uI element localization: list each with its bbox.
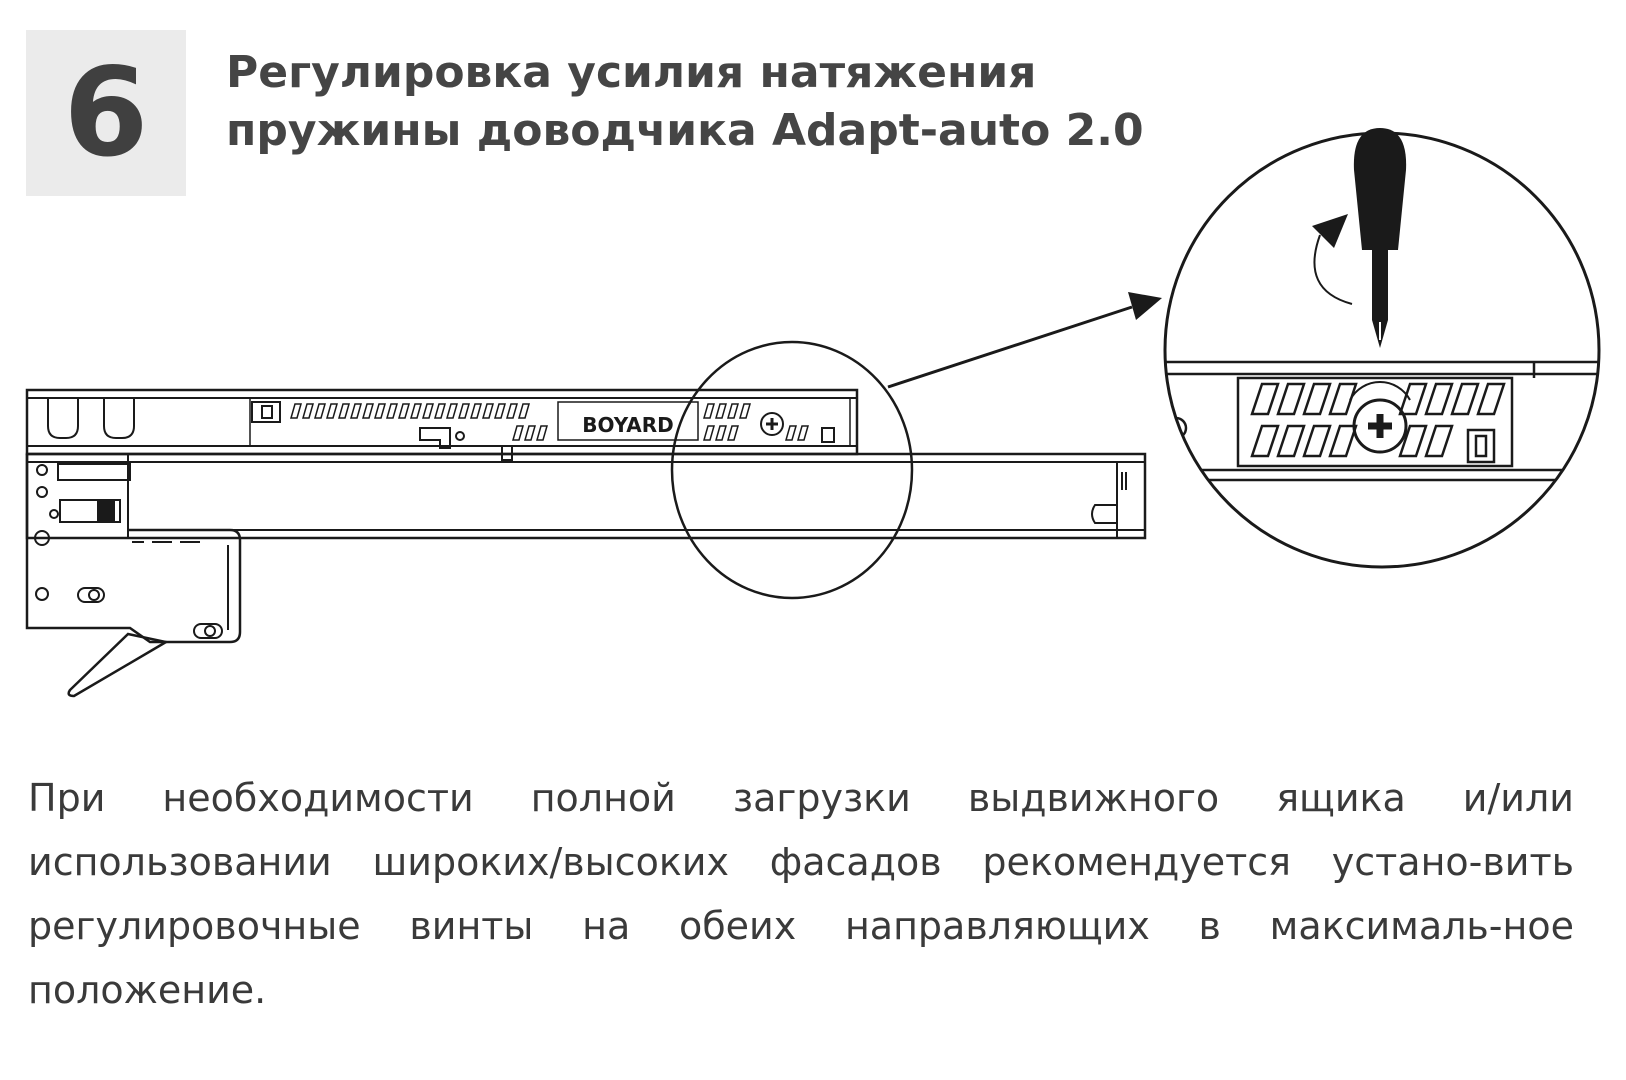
brand-label: BOYARD: [582, 413, 674, 437]
page-title: Регулировка усилия натяжения пружины дов…: [226, 44, 1144, 160]
title-line-2: пружины доводчика Adapt-auto 2.0: [226, 105, 1144, 156]
step-number: 6: [63, 42, 149, 184]
slot-pattern-right: [703, 403, 809, 441]
step-number-badge: 6: [26, 30, 186, 196]
arrow-pointer: [887, 292, 1162, 389]
screwdriver-icon: [1353, 128, 1407, 348]
drawer-runner-drawing: BOYARD: [25, 388, 1147, 698]
magnified-detail: [1163, 128, 1601, 569]
installation-diagram: BOYARD: [25, 128, 1601, 698]
instruction-text: При необходимости полной загрузки выдвиж…: [28, 776, 1574, 1012]
adjustment-screw-icon: [1349, 381, 1411, 454]
zoom-circle: [670, 340, 914, 600]
title-line-1: Регулировка усилия натяжения: [226, 47, 1037, 98]
slot-pattern-left: [290, 403, 548, 441]
rotate-arrow-icon: [1312, 214, 1353, 305]
